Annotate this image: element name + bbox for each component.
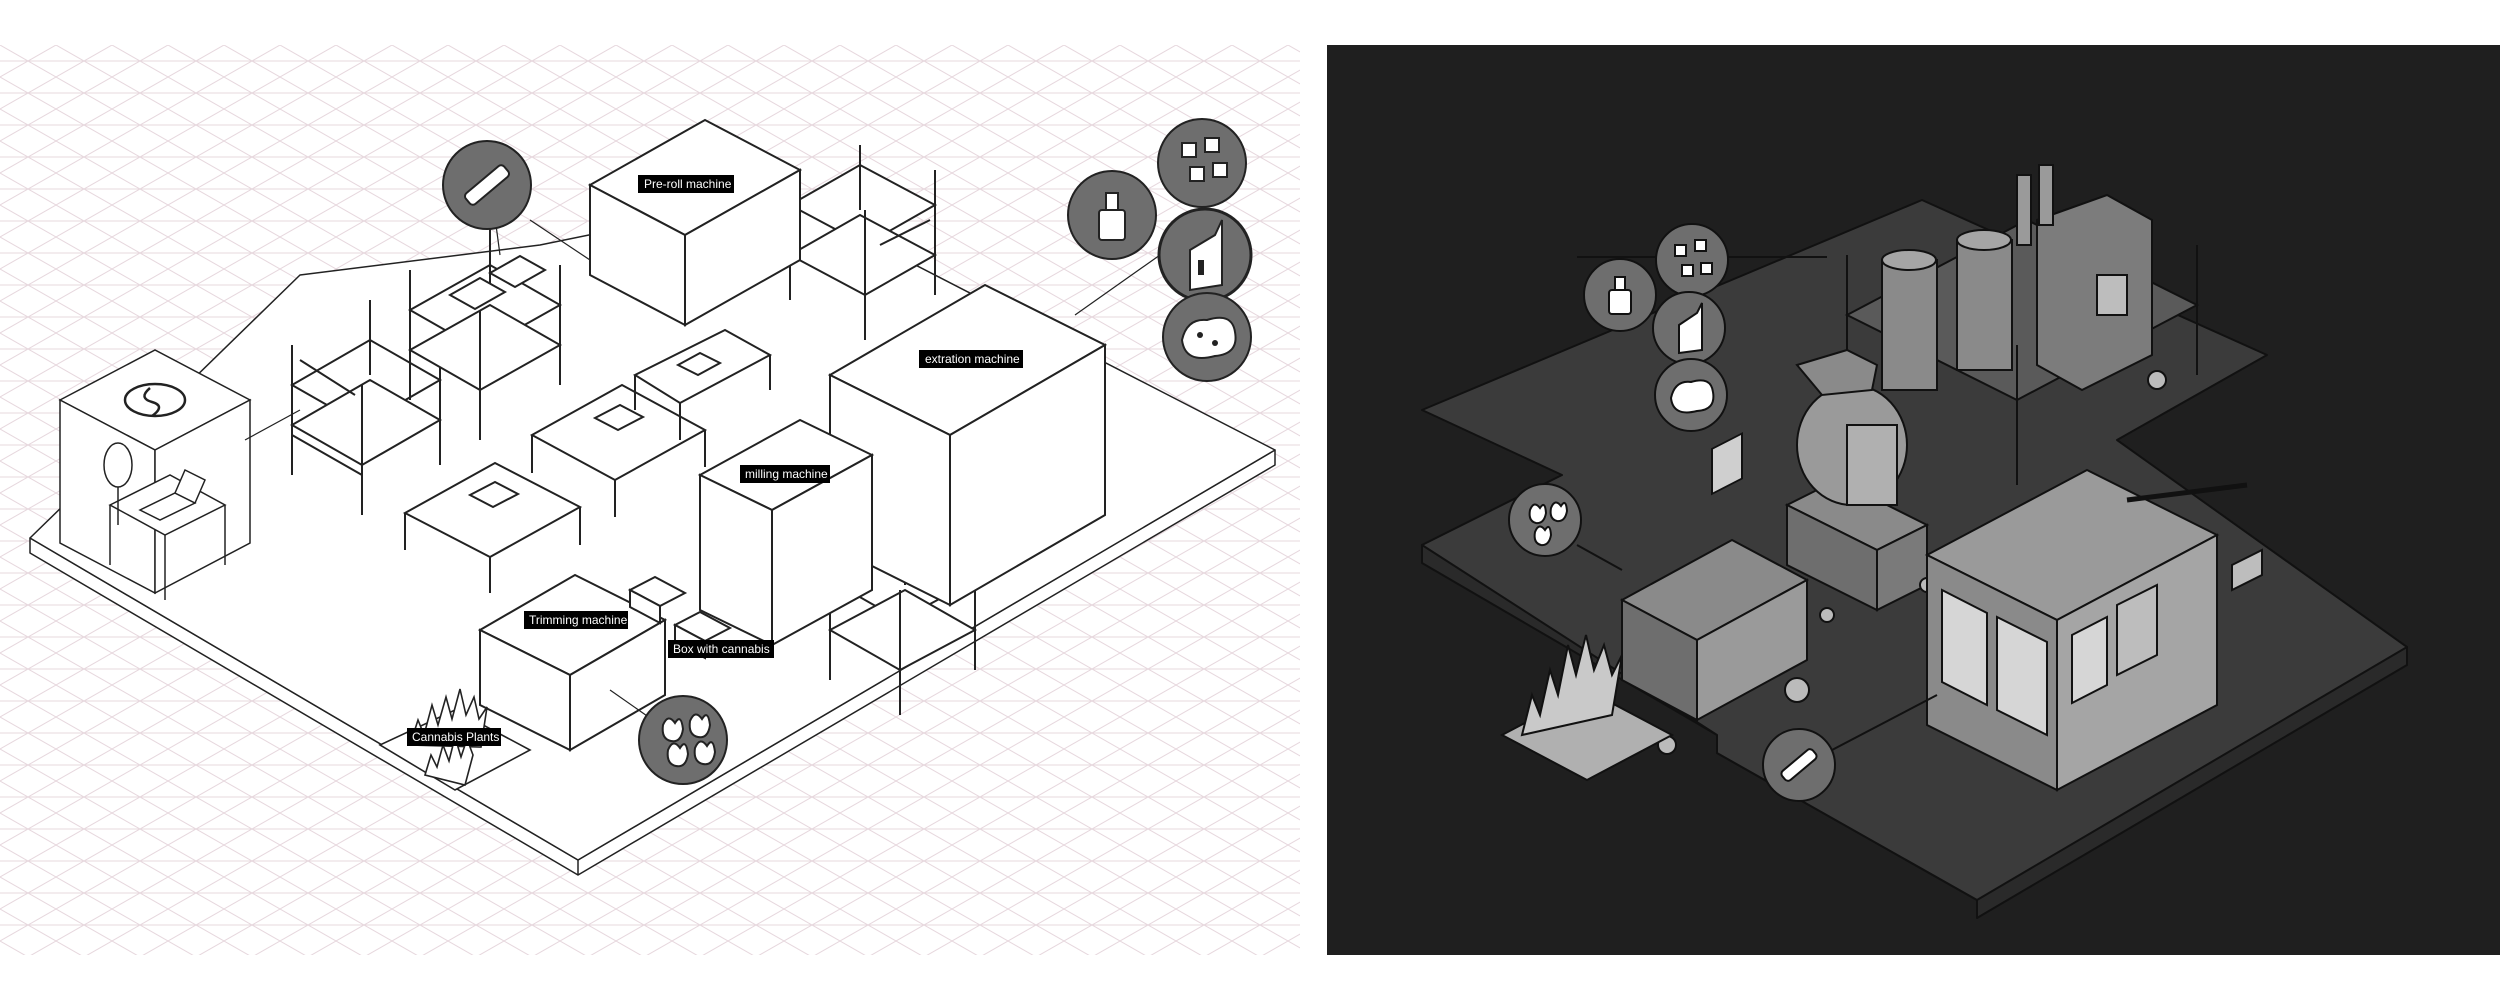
oil-bottle-icon — [1067, 170, 1157, 260]
label-trimming-machine: Trimming machine — [524, 611, 628, 629]
svg-text:extration machine: extration machine — [925, 352, 1020, 366]
svg-text:Cannabis Plants: Cannabis Plants — [412, 730, 499, 744]
svg-text:Pre-roll machine: Pre-roll machine — [644, 177, 732, 191]
oil-bottle-icon-dark — [1583, 258, 1657, 332]
preroll-machine-render — [1924, 468, 2263, 792]
extraction-rig — [1844, 164, 2200, 495]
product-package-icon — [1157, 207, 1253, 303]
preroll-connector — [1831, 694, 1938, 751]
cannabis-plants-render — [1499, 634, 1675, 782]
trimming-cart-render — [1619, 432, 1810, 755]
office-cube — [58, 349, 252, 600]
svg-text:Box with cannabis: Box with cannabis — [673, 642, 770, 656]
work-table-1 — [402, 461, 583, 593]
pre-roll-joint-icon — [442, 140, 532, 230]
label-box-with-cannabis: Box with cannabis — [668, 640, 774, 658]
shelf-unit-back — [407, 225, 563, 440]
wax-cubes-icon-dark — [1655, 223, 1729, 297]
label-cannabis-plants: Cannabis Plants — [407, 728, 501, 746]
trimmed-buds-icon-dark — [1508, 483, 1582, 557]
label-milling-machine: milling machine — [740, 465, 830, 483]
label-preroll-machine: Pre-roll machine — [638, 175, 734, 193]
svg-text:Trimming machine: Trimming machine — [529, 613, 628, 627]
isometric-facility-plan: Pre-roll machine extration machine milli… — [0, 45, 1300, 955]
shatter-extract-icon — [1162, 292, 1252, 382]
shelf-unit-left — [289, 300, 443, 515]
product-package-icon-dark — [1652, 291, 1726, 365]
svg-text:milling machine: milling machine — [745, 467, 828, 481]
facility-render-canvas — [1421, 164, 2408, 919]
wax-cubes-icon — [1157, 118, 1247, 208]
work-table-2 — [529, 383, 708, 517]
work-table-3 — [632, 328, 773, 440]
shatter-extract-icon-dark — [1654, 358, 1728, 432]
isometric-facility-render — [1327, 45, 2500, 955]
pre-roll-joint-icon-dark — [1762, 728, 1836, 802]
label-extraction-machine: extration machine — [919, 350, 1023, 368]
trimmed-buds-icon — [638, 695, 728, 785]
shelf-unit-right-top — [787, 145, 938, 340]
brand-logo-icon — [123, 382, 187, 418]
buds-connector — [1576, 544, 1623, 571]
facility-plan-canvas: Pre-roll machine extration machine milli… — [0, 45, 1300, 955]
